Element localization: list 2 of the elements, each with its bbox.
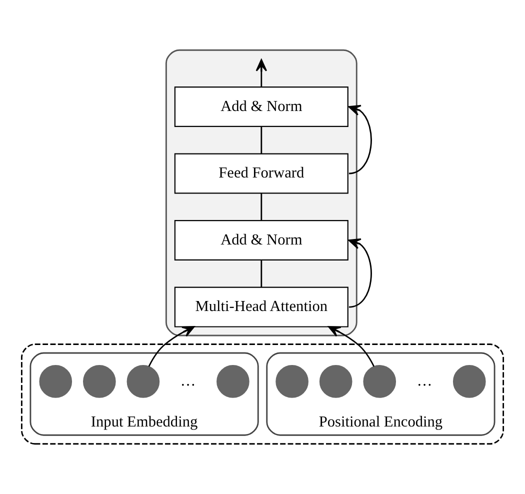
label: …	[416, 372, 432, 390]
label: …	[180, 372, 196, 390]
